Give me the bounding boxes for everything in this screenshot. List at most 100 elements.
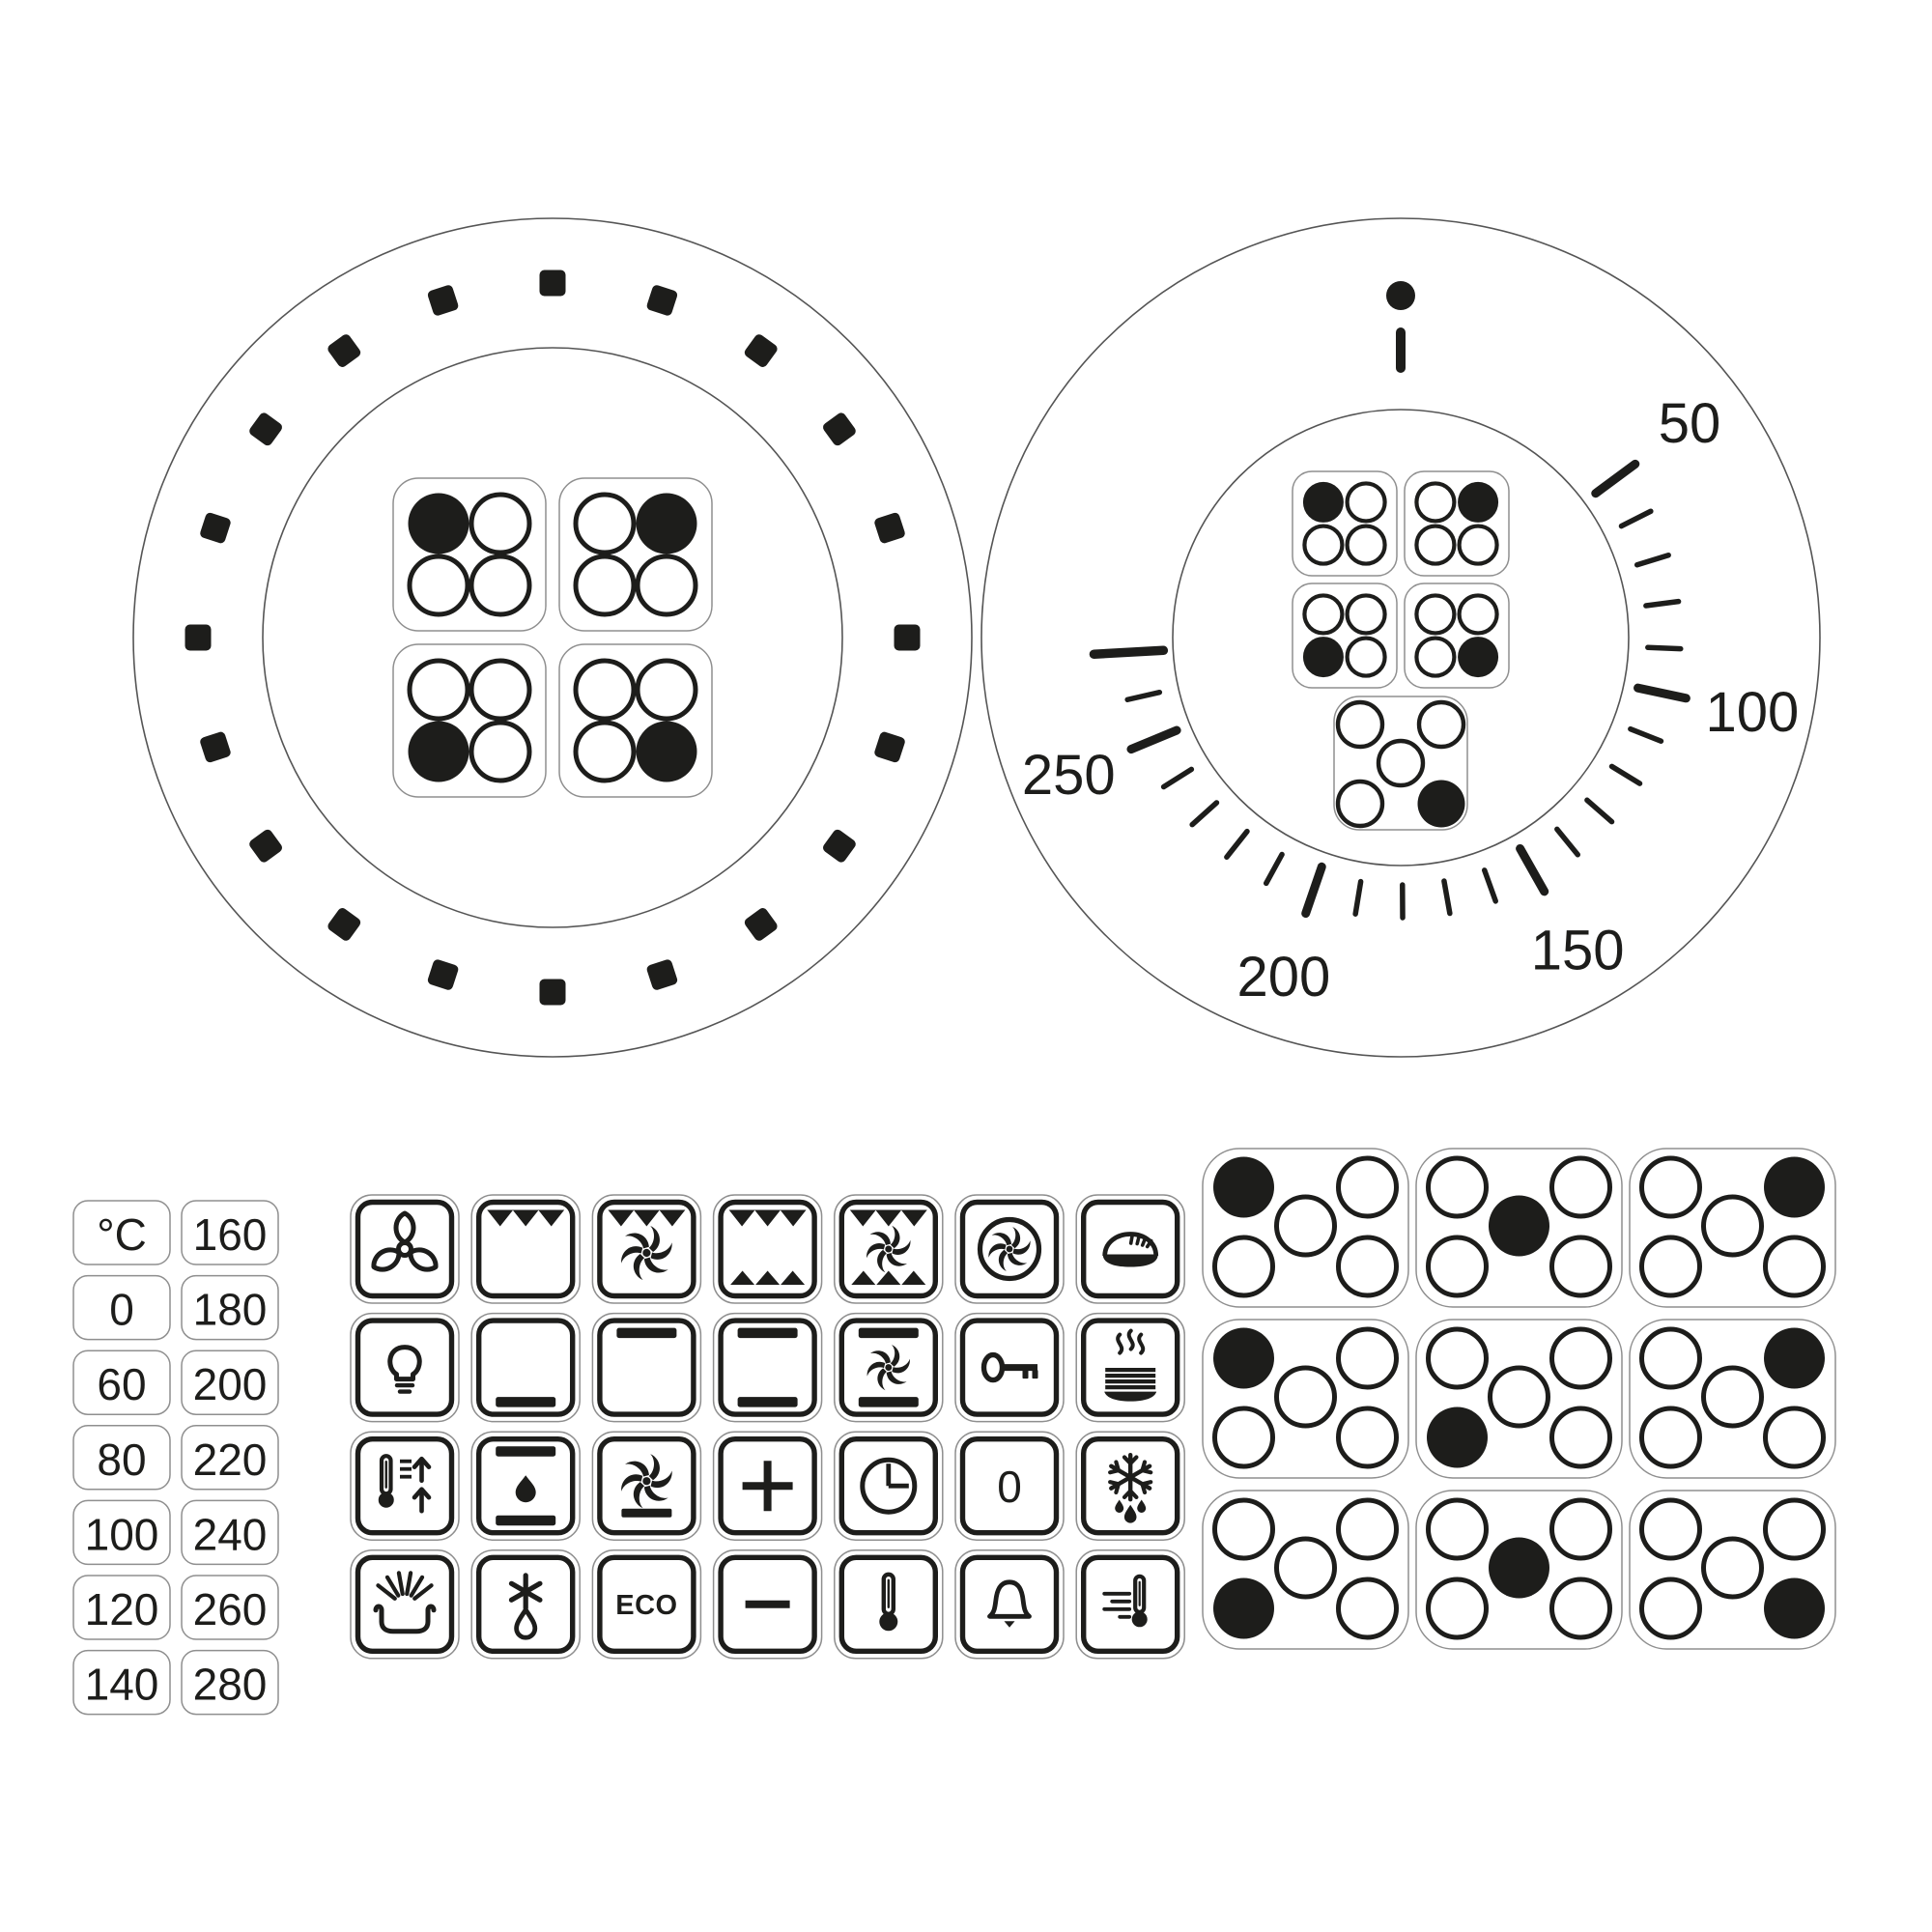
dot-bottom-left-filled xyxy=(1302,637,1344,678)
braille-tile xyxy=(558,643,713,798)
temperature-sticker: 280 xyxy=(181,1649,279,1716)
fan-bottom-heat-icon xyxy=(591,1431,702,1541)
tick-major xyxy=(1301,862,1326,919)
temperature-sticker: 160 xyxy=(181,1200,279,1265)
fan-rotor-icon xyxy=(621,1454,672,1509)
tick-minor xyxy=(1618,508,1654,529)
quincunx-tile xyxy=(1415,1148,1623,1308)
ring-mark xyxy=(874,512,905,544)
temperature-sticker: 80 xyxy=(72,1425,171,1491)
temperature-sticker: 140 xyxy=(72,1649,171,1716)
ring-mark xyxy=(744,908,778,941)
temperature-value: 180 xyxy=(193,1285,268,1335)
braille-tile xyxy=(1292,582,1398,689)
dot-bottom-left xyxy=(1639,1406,1702,1469)
dot-center xyxy=(1701,1194,1764,1258)
dot-top-right xyxy=(469,492,532,555)
dot-bottom-right xyxy=(1549,1406,1612,1469)
timer-clock-icon xyxy=(834,1431,944,1541)
fan-rotor-icon xyxy=(988,1226,1031,1272)
temperature-value: 240 xyxy=(193,1509,268,1559)
dot-bottom-left-filled xyxy=(1427,1406,1488,1468)
dot-bottom-right xyxy=(469,554,532,617)
quincunx-tile xyxy=(1202,1148,1409,1308)
left-dial xyxy=(132,217,973,1058)
dot-bottom-right xyxy=(1549,1577,1612,1640)
dot-top-left xyxy=(407,658,470,722)
temperature-value: 260 xyxy=(193,1584,268,1634)
ring-mark xyxy=(646,285,678,316)
eco-label: ECO xyxy=(615,1590,677,1621)
braille-tile xyxy=(558,477,713,632)
temperature-sticker: 200 xyxy=(181,1350,279,1415)
tick-minor xyxy=(1224,828,1250,861)
quincunx-tile xyxy=(1415,1490,1623,1650)
temperature-value: 100 xyxy=(85,1509,159,1559)
dot-bottom-left xyxy=(1414,524,1457,566)
dot-bottom-right xyxy=(635,554,698,617)
grill-icon xyxy=(470,1194,581,1304)
eco-icon: ECO xyxy=(591,1549,702,1660)
dot-bottom-right xyxy=(1457,524,1499,566)
left-dial-outer-circle xyxy=(132,217,973,1058)
temperature-value: 0 xyxy=(109,1285,134,1335)
dot-bottom-right xyxy=(469,720,532,783)
dot-bottom-left xyxy=(573,554,637,617)
dot-bottom-right xyxy=(1345,524,1387,566)
ring-mark xyxy=(427,959,459,990)
ring-mark xyxy=(874,731,905,763)
dot-top-right xyxy=(635,658,698,722)
dot-bottom-right xyxy=(1345,636,1387,678)
ring-mark xyxy=(200,731,231,763)
braille-tile xyxy=(392,477,547,632)
dot-top-right-filled xyxy=(636,493,697,554)
ring-mark xyxy=(200,512,231,544)
ring-mark xyxy=(823,829,856,863)
dot-top-left xyxy=(1335,699,1385,750)
braille-tile xyxy=(392,643,547,798)
fan-rotor-icon xyxy=(867,1225,911,1273)
temperature-value: 280 xyxy=(193,1660,268,1710)
dot-bottom-left xyxy=(573,720,637,783)
dot-bottom-left xyxy=(1212,1406,1275,1469)
dot-bottom-left xyxy=(1426,1577,1489,1640)
dot-bottom-left xyxy=(1212,1235,1275,1298)
fan-rotor-icon xyxy=(867,1345,910,1391)
dot-top-right xyxy=(1336,1497,1399,1561)
temperature-value: 160 xyxy=(193,1209,268,1260)
minus-icon xyxy=(712,1549,823,1660)
oven-light-icon xyxy=(350,1312,460,1423)
temperature-value: 60 xyxy=(97,1359,146,1409)
dot-bottom-left xyxy=(1639,1235,1702,1298)
dot-top-right xyxy=(1336,1155,1399,1219)
tick-minor xyxy=(1645,644,1684,652)
dot-top-right xyxy=(1416,699,1466,750)
dot-bottom-right-filled xyxy=(1764,1577,1825,1639)
quincunx-tile xyxy=(1629,1319,1836,1479)
dot-top-left-filled xyxy=(1213,1156,1274,1218)
dot-top-right xyxy=(1336,1326,1399,1390)
quincunx-tile xyxy=(1629,1148,1836,1308)
temperature-sticker: 100 xyxy=(72,1499,171,1566)
dot-top-left-filled xyxy=(408,493,469,554)
dot-bottom-left xyxy=(1426,1235,1489,1298)
dot-top-left xyxy=(1639,1497,1702,1561)
dot-bottom-left-filled xyxy=(1213,1577,1274,1639)
defrost-drip-icon xyxy=(1075,1431,1185,1541)
tick-minor xyxy=(1608,763,1643,786)
tick-minor xyxy=(1628,725,1664,744)
dot-top-left xyxy=(1414,481,1457,524)
grill-double-icon xyxy=(712,1194,823,1304)
ring-mark xyxy=(185,624,212,651)
pointer-dot xyxy=(1386,281,1415,310)
braille-tile xyxy=(1404,582,1510,689)
temperature-sticker: 260 xyxy=(181,1575,279,1640)
dot-center xyxy=(1701,1536,1764,1600)
dot-top-right-filled xyxy=(1458,481,1499,523)
dot-top-right-filled xyxy=(1764,1156,1825,1218)
scale-label: 150 xyxy=(1531,919,1625,981)
braille-tile xyxy=(1404,470,1510,577)
zero-icon: 0 xyxy=(954,1431,1065,1541)
dot-center-filled xyxy=(1489,1195,1549,1257)
dot-bottom-left xyxy=(1335,779,1385,829)
